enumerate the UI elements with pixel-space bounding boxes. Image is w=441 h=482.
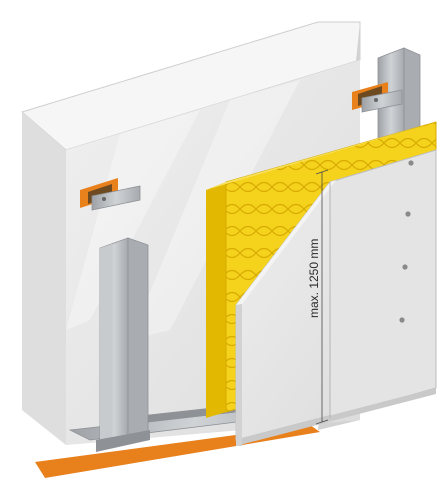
stud-foot bbox=[96, 430, 150, 452]
wall-front-face bbox=[22, 112, 66, 445]
dimension-marker: max. 1250 mm bbox=[307, 169, 329, 425]
screw bbox=[408, 160, 414, 166]
vertical-stud-left bbox=[99, 237, 149, 449]
gypsum-board-left-edge bbox=[236, 304, 242, 446]
dimension-label: max. 1250 mm bbox=[307, 239, 321, 318]
screw bbox=[399, 317, 405, 323]
wall-bracket-right bbox=[352, 82, 403, 113]
gypsum-board-front bbox=[329, 149, 437, 419]
insulation-top bbox=[206, 122, 436, 190]
screws bbox=[399, 160, 414, 323]
insulation-side bbox=[206, 182, 226, 418]
gypsum-board-cut-edge bbox=[236, 180, 336, 305]
wall-bracket-left bbox=[80, 178, 141, 211]
gypsum-board-bottom-edge bbox=[236, 388, 436, 446]
screw bbox=[405, 211, 411, 217]
screw bbox=[402, 264, 408, 270]
